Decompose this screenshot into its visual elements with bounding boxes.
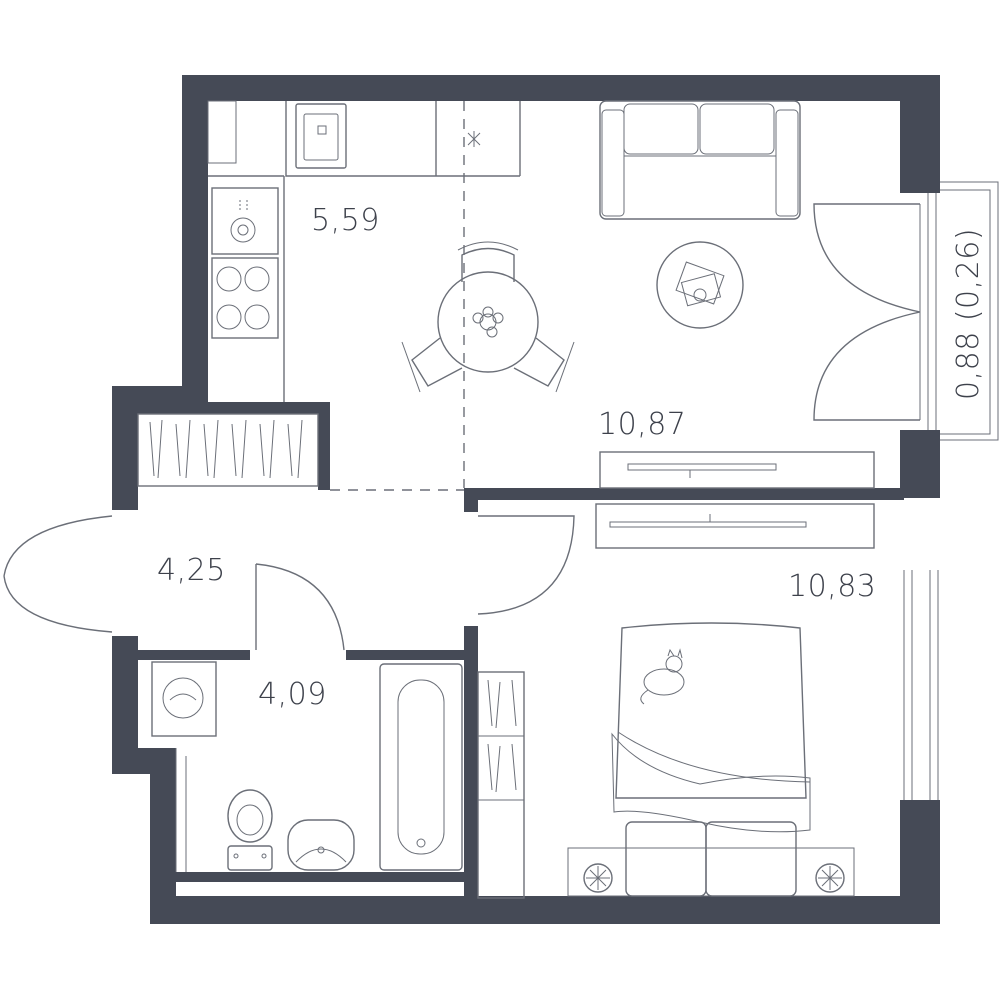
sofa-icon [599, 100, 801, 220]
chair-left [401, 337, 463, 393]
living-room [599, 100, 921, 489]
kitchen-window-niche [207, 100, 237, 164]
flower-decor-icon [472, 306, 504, 338]
balcony-area-label: 0,88 (0,26) [951, 228, 986, 400]
wall-bottom-left [150, 748, 176, 924]
wall-bathroom-bottom [176, 872, 476, 882]
coffee-table-icon [656, 241, 744, 329]
entrance-door-icon [3, 515, 113, 633]
wall-wardrobe-top [112, 402, 328, 414]
balcony-door-icon [813, 203, 921, 421]
wall-bottom [150, 896, 940, 924]
hallway-area-label: 4,25 [157, 553, 226, 588]
sink-icon [295, 103, 347, 169]
wall-bathroom-top-left [138, 650, 250, 660]
bathroom [151, 661, 463, 872]
wall-bathroom-top-right [346, 650, 478, 660]
chair-top [457, 241, 519, 282]
dishwasher-icon [211, 187, 279, 255]
wall-door-stub [464, 488, 478, 512]
fan-icon [583, 863, 613, 893]
wall-top [182, 75, 940, 101]
bedroom-area-label: 10,83 [788, 569, 876, 604]
dining-table-icon [401, 241, 575, 393]
living-room-area-label: 10,87 [598, 407, 686, 442]
bedroom-door-icon [477, 515, 575, 615]
wall-bathroom-bedroom [464, 626, 478, 924]
bathroom-area-label: 4,09 [258, 677, 327, 712]
balcony-outline [935, 181, 999, 441]
stove-icon [211, 257, 279, 339]
wall-left-upper [182, 75, 208, 405]
star-icon [467, 131, 481, 147]
wash-basin-icon [287, 819, 355, 871]
toilet-icon [227, 789, 273, 871]
walls [112, 75, 940, 924]
bathroom-door-icon [255, 563, 345, 651]
bedroom [477, 503, 875, 899]
chair-right [513, 337, 575, 393]
balcony [927, 181, 999, 441]
wall-right-upper [900, 75, 940, 193]
hallway [3, 413, 575, 651]
washing-machine-icon [151, 661, 217, 737]
wall-living-bedroom [464, 488, 904, 500]
tv-icon [595, 503, 875, 549]
fan-icon [815, 863, 845, 893]
wardrobe-icon [137, 413, 319, 487]
cat-icon [640, 648, 685, 705]
kitchen-area-label: 5,59 [311, 203, 380, 238]
windows [207, 100, 940, 800]
bed-icon [567, 622, 855, 897]
balcony-inner-outline [927, 189, 991, 435]
tv-stand-icon [599, 451, 875, 489]
wall-right-middle [900, 430, 940, 498]
bedroom-window-gap [900, 570, 940, 800]
kitchen-counter-top [285, 101, 436, 177]
kitchen [208, 101, 521, 402]
wardrobe-icon [477, 671, 525, 899]
bathtub-icon [379, 663, 463, 871]
wall-wardrobe-right [318, 402, 330, 490]
